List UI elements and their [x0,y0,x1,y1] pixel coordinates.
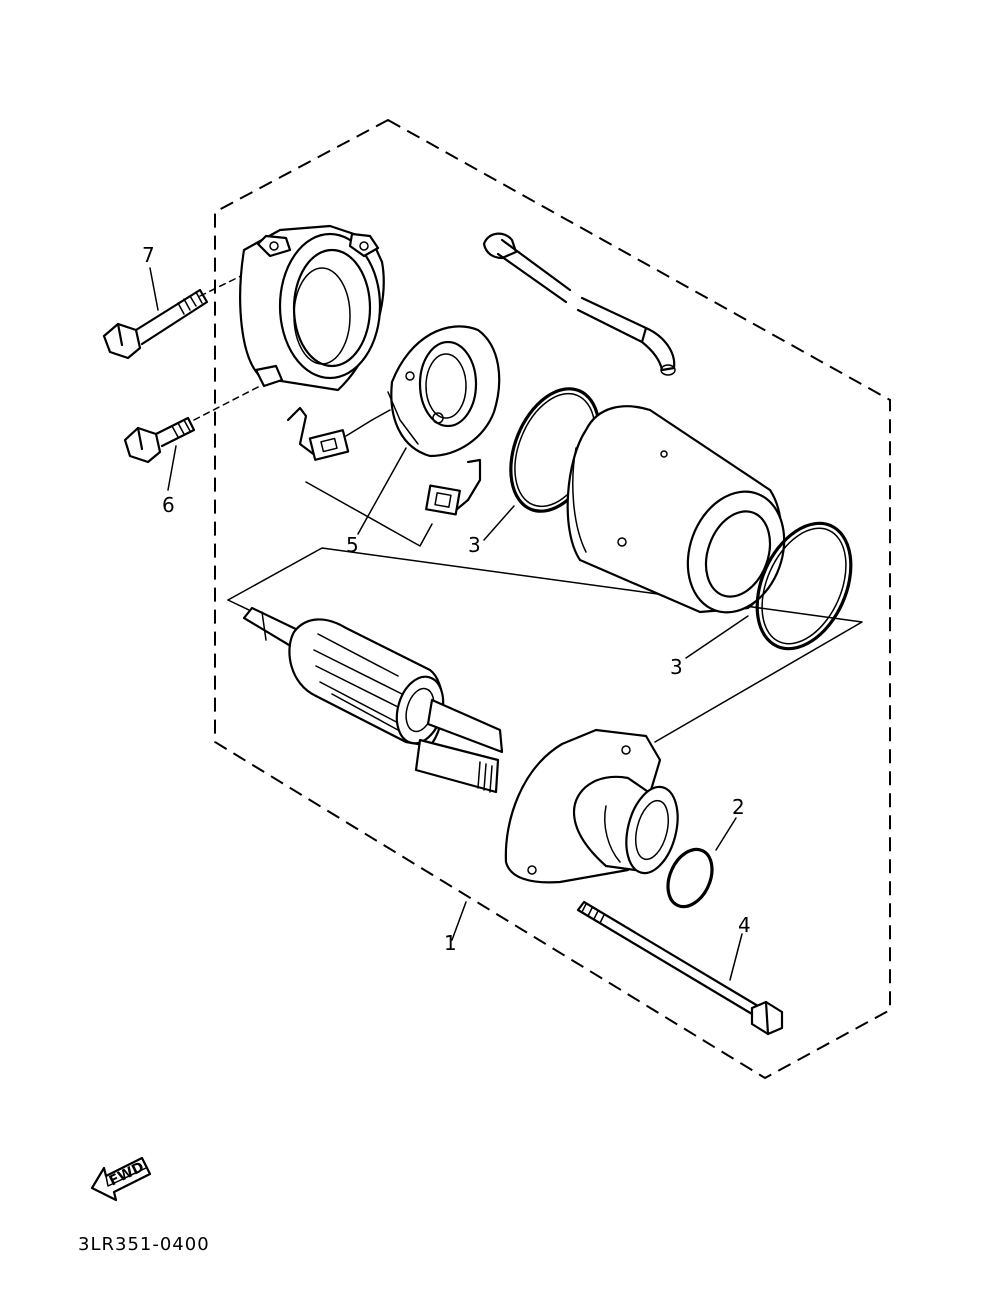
o-ring-right [755,521,853,651]
callout-4: 4 [738,913,751,937]
brush-holder-right [425,458,482,516]
lead-wire [482,232,676,376]
through-bolt [576,900,784,1036]
callout-labels: 1 2 3 3 4 5 6 7 [142,243,751,955]
callout-1: 1 [444,931,457,955]
callout-5: 5 [346,533,359,557]
brush-group-bracket [305,481,433,547]
callout-3-upper: 3 [468,533,481,557]
brush-holder-left [286,406,391,461]
callout-2: 2 [732,795,745,819]
o-ring-small [666,847,714,909]
leader-lines [149,267,749,981]
callout-3-lower: 3 [670,655,683,679]
armature [242,606,504,794]
fwd-arrow-icon: FWD [90,1156,152,1202]
yoke [566,405,786,614]
front-cover [504,728,679,884]
bolt-part-6 [123,385,261,464]
callout-6: 6 [162,493,175,517]
brush-plate [387,325,501,458]
assembly-boundary [214,118,891,1080]
callout-7: 7 [142,243,155,267]
figure-code: 3LR351-0400 [78,1234,210,1255]
rear-cover [239,224,385,392]
bolt-part-7 [102,273,246,360]
